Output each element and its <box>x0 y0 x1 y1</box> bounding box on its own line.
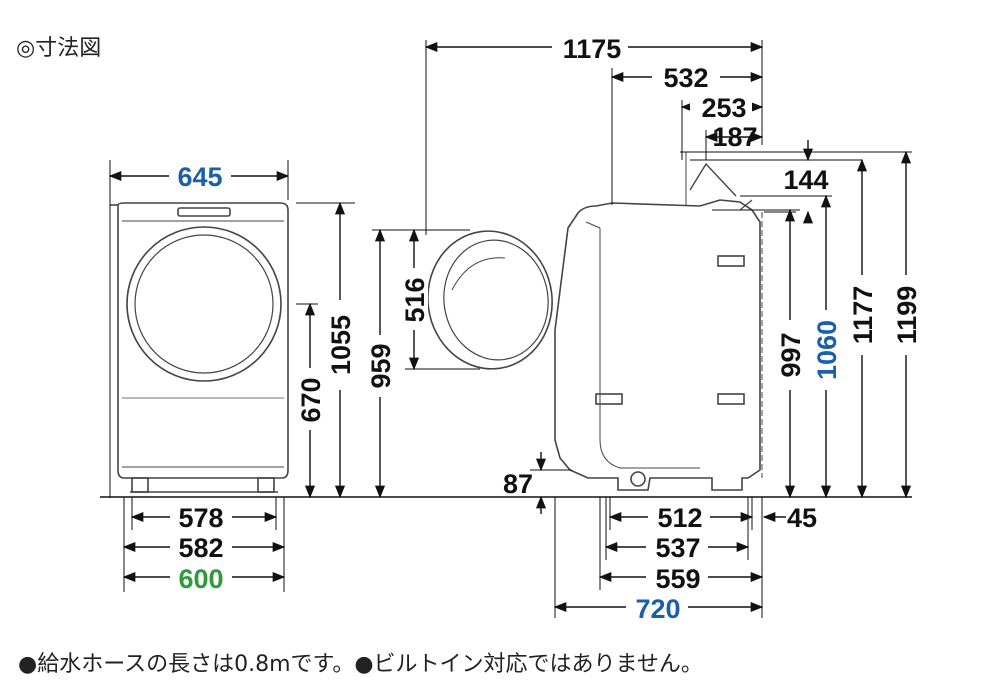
dim-537: 537 <box>655 533 700 563</box>
dim-253: 253 <box>701 93 746 123</box>
front-view-machine <box>110 202 289 493</box>
dim-720: 720 <box>635 594 680 624</box>
dim-516: 516 <box>400 277 430 322</box>
dim-1177: 1177 <box>848 286 878 345</box>
dim-front-670: 670 <box>296 377 326 422</box>
dim-45: 45 <box>787 503 817 533</box>
dim-front-1055: 1055 <box>326 315 356 375</box>
dim-front-600: 600 <box>178 564 223 594</box>
footnote: ●給水ホースの長さは0.8mです。●ビルトイン対応ではありません。 <box>18 652 703 677</box>
dim-1175: 1175 <box>563 34 622 64</box>
dim-front-578: 578 <box>178 503 223 533</box>
dim-1060: 1060 <box>812 320 842 380</box>
dim-512: 512 <box>657 503 702 533</box>
dim-144: 144 <box>783 165 828 195</box>
dim-997: 997 <box>776 332 806 377</box>
side-view-machine <box>554 152 763 491</box>
open-door <box>427 230 553 370</box>
dim-87: 87 <box>503 469 533 499</box>
diagram-title: ◎寸法図 <box>16 36 102 61</box>
dim-187: 187 <box>712 122 757 152</box>
dim-959: 959 <box>366 343 396 388</box>
dim-front-582: 582 <box>178 533 223 563</box>
dim-532: 532 <box>663 63 708 93</box>
dim-front-width: 645 <box>177 162 222 192</box>
dim-559: 559 <box>655 564 700 594</box>
dim-1199: 1199 <box>892 286 922 345</box>
